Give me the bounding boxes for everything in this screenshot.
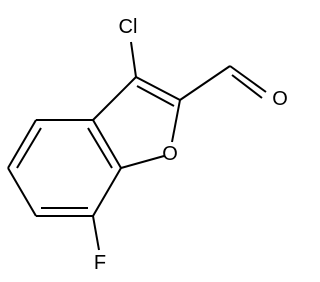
bonds — [7, 41, 267, 251]
bond-c5-c6 — [7, 167, 37, 217]
bond-o1-c7a — [120, 155, 165, 169]
bond-c7-c7a — [92, 167, 122, 217]
ring-oxygen-label: O — [162, 143, 178, 165]
bond-c4-c5-inner — [16, 127, 42, 169]
chlorine-label: Cl — [119, 16, 138, 38]
aldehyde-oxygen-label: O — [272, 88, 288, 110]
chemical-structure: Cl O O F — [7, 16, 288, 274]
bond-cho-o — [229, 65, 267, 93]
bond-cho-o-inner — [231, 74, 263, 99]
bond-c3-c2-inner — [136, 85, 175, 107]
bond-c2-o1 — [171, 99, 181, 143]
fluorine-label: F — [94, 252, 106, 274]
bond-c7a-c3a — [92, 119, 122, 169]
atom-labels: Cl O O F — [94, 16, 288, 274]
bond-c7-f — [92, 215, 100, 251]
bond-c3-c2 — [135, 76, 181, 101]
bond-c7a-c3a-inner — [87, 127, 113, 169]
bond-c4-c5 — [7, 119, 37, 169]
bond-c3-cl — [130, 41, 137, 78]
bond-c2-cho — [179, 65, 231, 101]
bond-c3a-c3 — [92, 76, 137, 121]
